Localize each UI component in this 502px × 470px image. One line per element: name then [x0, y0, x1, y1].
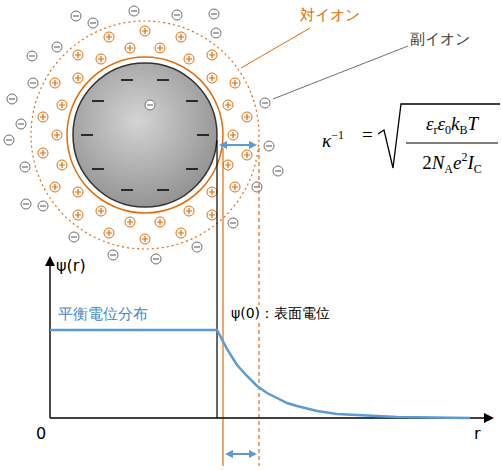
formula-symbol: ε — [426, 113, 434, 134]
formula-part: εrε0kBT — [405, 113, 499, 141]
formula-part: 2NAe2IC — [405, 146, 499, 180]
formula-symbol: r — [433, 123, 437, 137]
formula-symbol: B — [459, 123, 467, 137]
formula-symbol: κ — [322, 130, 331, 151]
formula-symbol: 0 — [445, 123, 451, 137]
formula-symbol: = — [362, 124, 373, 145]
formula-symbol: 2 — [422, 152, 432, 173]
fraction-bar — [406, 142, 498, 143]
formula-part: κ−1 — [322, 124, 344, 152]
co-ions — [4, 6, 283, 264]
formula-symbol: N — [432, 152, 445, 173]
leader-line — [241, 28, 310, 68]
potential-curve — [50, 330, 470, 418]
thickness-arrow — [227, 453, 255, 455]
axis-label: r — [474, 424, 481, 443]
thickness-arrow — [221, 144, 255, 146]
formula-part: = — [362, 124, 373, 146]
formula-symbol: e — [453, 152, 461, 173]
formula-symbol: I — [467, 152, 473, 173]
diffuse-layer-ring — [31, 21, 259, 249]
axis-origin: 0 — [36, 424, 46, 443]
formula-symbol: A — [444, 162, 453, 176]
formula-symbol: ε — [437, 113, 445, 134]
stern-layer-ring — [67, 57, 223, 213]
surface-charges — [81, 80, 209, 190]
formula-symbol: 2 — [461, 150, 467, 164]
formula-symbol: C — [474, 162, 482, 176]
co-ion-label: 副イオン — [410, 30, 470, 48]
particle — [73, 63, 217, 207]
counter-ion-label: 対イオン — [300, 6, 360, 24]
leader-line — [273, 46, 408, 99]
formula-symbol: −1 — [331, 128, 344, 142]
surface-guide — [216, 140, 217, 418]
y-axis — [49, 258, 50, 418]
axis-label: ψ(r) — [56, 256, 86, 275]
surface-potential-label: ψ(0)：表面電位 — [229, 305, 332, 322]
counter-ions — [38, 26, 252, 244]
formula-symbol: k — [451, 113, 459, 134]
curve-label: 平衡電位分布 — [58, 305, 148, 323]
formula-symbol: T — [467, 113, 478, 134]
